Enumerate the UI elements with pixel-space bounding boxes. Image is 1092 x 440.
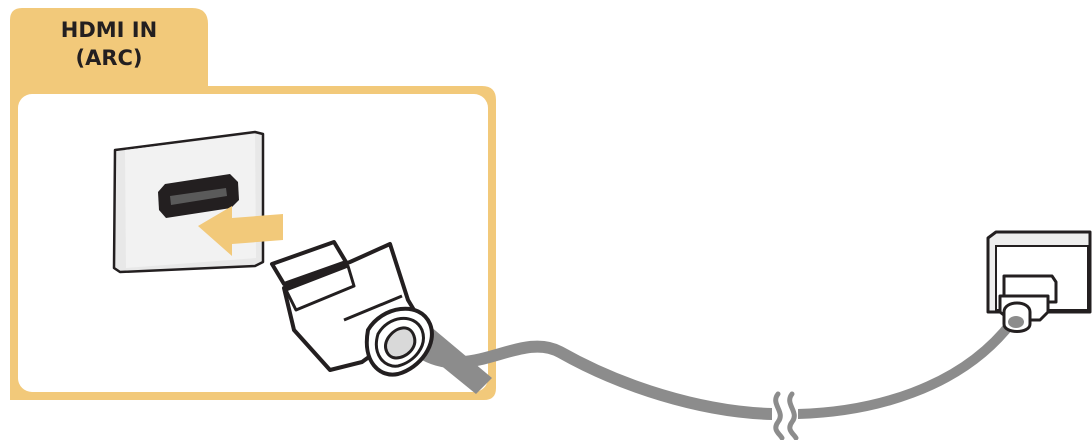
- port-label: HDMI IN (ARC): [16, 16, 202, 72]
- hdmi-plug-right: [998, 274, 1058, 333]
- insert-arrow-icon: [198, 206, 283, 256]
- hdmi-cable-right: [793, 317, 1017, 419]
- cable-break-icon: [772, 391, 799, 440]
- port-label-line1: HDMI IN: [60, 18, 158, 42]
- port-label-line2: (ARC): [75, 46, 143, 70]
- tv-hdmi-port: [112, 130, 265, 274]
- hdmi-plug-left: [270, 240, 434, 377]
